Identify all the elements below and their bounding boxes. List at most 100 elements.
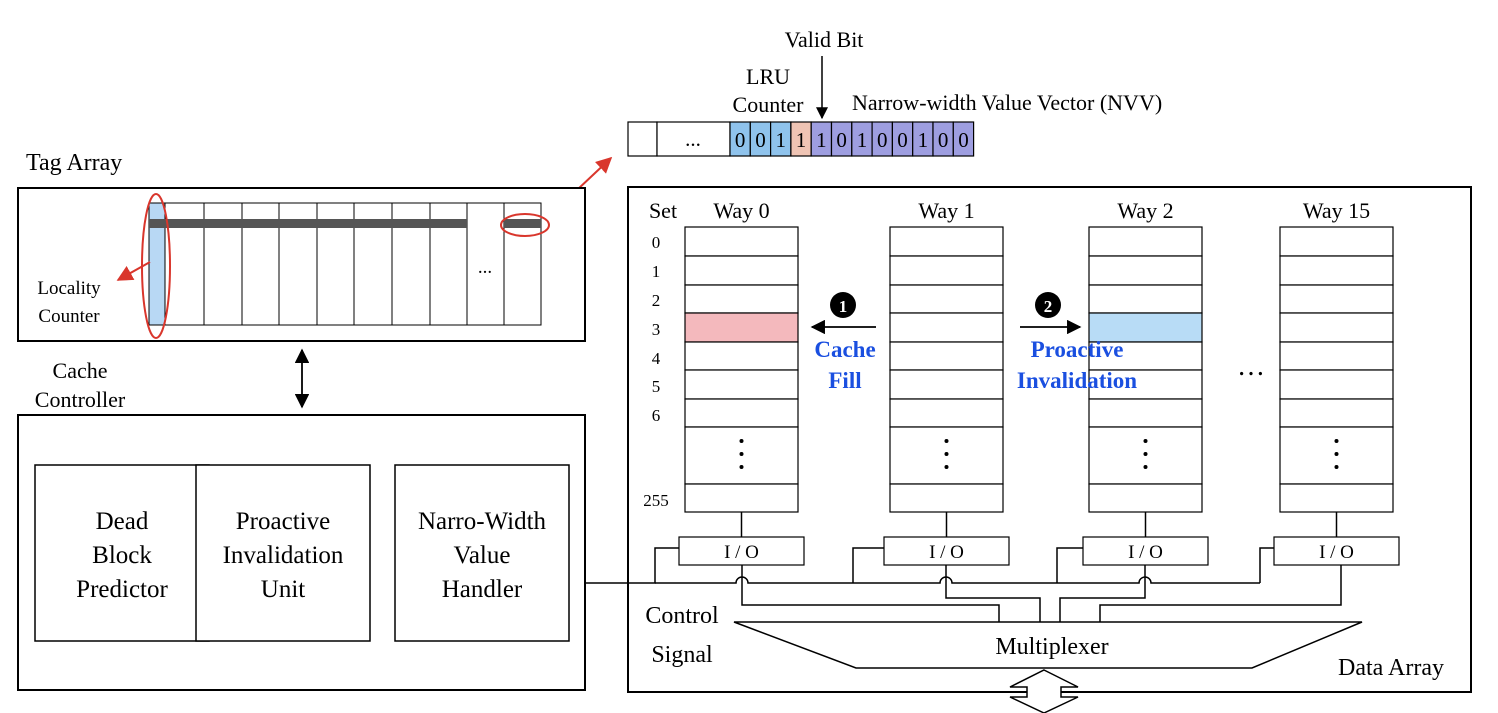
cache-line-last (684, 483, 799, 513)
row-ellipsis-dot (739, 465, 744, 469)
row-ellipsis-dot (944, 439, 949, 443)
cache-line (684, 341, 799, 371)
control-signal-wire (585, 547, 679, 584)
way1-output (945, 565, 1041, 622)
row-ellipsis-dot (1334, 439, 1339, 443)
tag-entry-detail: Valid Bit LRU Counter Narrow-width Value… (627, 27, 1162, 157)
cache-line (1088, 284, 1203, 314)
io-box (1273, 536, 1400, 566)
controller-unit-label: Block (92, 542, 152, 569)
nvv-bit-box (952, 121, 975, 157)
cache-line (684, 398, 799, 428)
row-ellipsis-dot (944, 465, 949, 469)
step-1-label-line1: Cache (814, 337, 875, 362)
nvv-bit-value: 0 (897, 128, 908, 152)
set-header: Set (649, 198, 677, 223)
cache-line (889, 284, 1004, 314)
step-1-marker (830, 292, 856, 318)
nvv-bit-cell: 1 (851, 121, 873, 157)
control-signal-label-line1: Control (645, 603, 719, 629)
nvv-bit-cell: 0 (891, 121, 914, 157)
lru-label-line1: LRU (746, 64, 790, 89)
controller-unit-box (34, 464, 210, 642)
nvv-bit-cell: 1 (912, 121, 934, 157)
control-signal-label-line2: Signal (651, 642, 713, 668)
cache-line (684, 255, 799, 286)
way-label: Way 15 (1303, 198, 1370, 223)
io-label: I / O (1128, 542, 1163, 563)
data-array-label: Data Array (1338, 655, 1444, 681)
tag-way-column (466, 202, 505, 326)
cache-line (1279, 284, 1394, 314)
controller-unit-label: Proactive (236, 508, 330, 535)
way0-output (741, 565, 1000, 622)
tag-array-title: Tag Array (26, 150, 122, 176)
nvv-bit-value: 0 (877, 128, 888, 152)
way-label: Way 0 (713, 198, 769, 223)
controller-unit-label: Narro-Width (418, 508, 547, 535)
nvv-bit-value: 1 (816, 128, 827, 152)
set-index-label: 4 (652, 349, 661, 368)
controller-unit-label: Value (454, 542, 511, 569)
controller-unit-box (394, 464, 570, 642)
cache-line (1088, 255, 1203, 286)
valid-bit-label: Valid Bit (785, 27, 864, 52)
cache-line (1279, 341, 1394, 371)
cache-controller-label-line1: Cache (53, 358, 108, 383)
cache-line (1088, 341, 1203, 371)
io-box (883, 536, 1010, 566)
way15-output (1099, 565, 1342, 622)
nvv-bit-value: 0 (836, 128, 847, 152)
cache-line (1088, 398, 1203, 428)
set-index-label: 3 (652, 320, 661, 339)
cache-line (1279, 312, 1394, 343)
step-1-cache-fill: 1 Cache Fill (810, 292, 876, 393)
tag-entry-ellipsis: ... (685, 127, 701, 151)
set-index-label: 0 (652, 233, 661, 252)
way-label: Way 2 (1117, 198, 1173, 223)
lru-bit-value: 0 (755, 128, 766, 152)
way-column: Way 0 I / O (678, 198, 805, 566)
controller-unit-label: Unit (261, 576, 306, 603)
multiplexer (733, 621, 1363, 669)
nvv-bit-cell: 0 (871, 121, 893, 157)
way-column: Way 2 I / O (1082, 198, 1209, 566)
cache-line (889, 255, 1004, 286)
multiplexer-label: Multiplexer (995, 634, 1108, 660)
control-drop (1259, 547, 1274, 583)
nvv-label: Narrow-width Value Vector (NVV) (852, 90, 1162, 115)
nvv-bit-value: 1 (857, 128, 868, 152)
set-index-label: 255 (643, 491, 669, 510)
row-ellipsis-dot (1334, 465, 1339, 469)
lru-bit-cell: 0 (729, 121, 751, 157)
way-column: Way 1I / O (883, 198, 1010, 566)
cache-line (1279, 255, 1394, 286)
tag-array-ellipsis: ... (478, 257, 492, 278)
nvv-bit-cell: 0 (932, 121, 954, 157)
cache-line-last (1279, 483, 1394, 513)
cache-line (1279, 369, 1394, 400)
row-ellipsis-dot (739, 439, 744, 443)
way2-output (1059, 565, 1146, 622)
row-ellipsis-dot (944, 452, 949, 456)
cache-line (889, 369, 1004, 400)
nvv-bit-value: 0 (938, 128, 949, 152)
locality-counter-label-line2: Counter (38, 306, 100, 327)
tag-entry-highlight (500, 213, 550, 237)
cache-line (1279, 398, 1394, 428)
step-2-label-line1: Proactive (1031, 337, 1124, 362)
lru-bit-value: 1 (776, 128, 787, 152)
cache-line (889, 398, 1004, 428)
io-label: I / O (724, 542, 759, 563)
cache-controller-units: DeadBlockPredictorProactiveInvalidationU… (34, 464, 570, 642)
cache-line (684, 312, 799, 343)
lru-bit-value: 0 (735, 128, 746, 152)
locality-counter-arrow (116, 261, 151, 281)
cache-line (1279, 226, 1394, 257)
row-ellipsis-dot (1143, 439, 1148, 443)
cache-line (889, 226, 1004, 257)
ways-ellipsis: … (1237, 351, 1265, 382)
